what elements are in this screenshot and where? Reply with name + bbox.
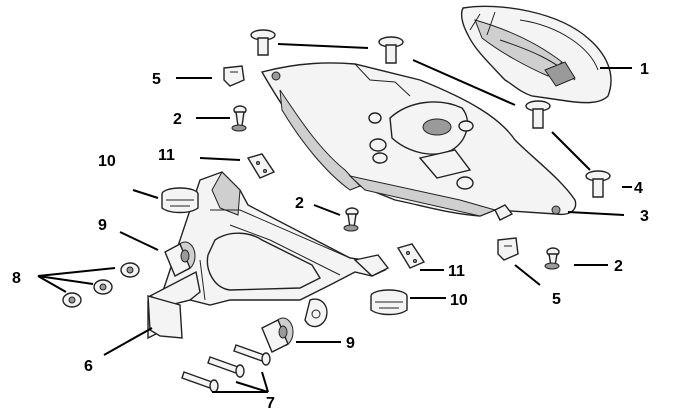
callout-2-top: 2 [173, 111, 182, 128]
callout-10-top: 10 [98, 153, 116, 170]
part-2-screw-right [544, 247, 560, 270]
callout-7: 7 [266, 395, 275, 412]
part-7-bolt-a [233, 344, 271, 366]
part-7-bolt-b [207, 356, 245, 378]
part-6-frame-bracket [147, 171, 390, 340]
callout-9-top: 9 [98, 217, 107, 234]
callout-4: 4 [634, 180, 643, 197]
part-5-clip-top [223, 65, 245, 87]
part-9-bushing-bottom [261, 317, 294, 353]
callout-3: 3 [640, 208, 649, 225]
part-4-bolt-top-b [378, 36, 404, 64]
part-2-screw-mid [343, 207, 359, 232]
leader-lines [37, 43, 632, 393]
callout-9-bottom: 9 [346, 335, 355, 352]
part-2-screw-top [231, 105, 247, 132]
part-10-mount-bottom [370, 289, 408, 316]
callout-6: 6 [84, 358, 93, 375]
callout-1: 1 [640, 61, 649, 78]
part-5-clip-bottom [497, 237, 519, 261]
part-4-bolt-mid [525, 100, 551, 129]
part-4-bolt-top-a [250, 29, 276, 56]
callout-10-bottom: 10 [450, 292, 468, 309]
part-11-plate-bottom [396, 243, 426, 269]
callout-2-right: 2 [614, 258, 623, 275]
callout-2-mid: 2 [295, 195, 304, 212]
part-3-body-panel [260, 62, 577, 221]
part-10-mount-top [161, 187, 199, 214]
part-8-nut-c [62, 292, 82, 308]
callout-11-bottom: 11 [448, 263, 465, 280]
callout-5-top: 5 [152, 71, 161, 88]
part-11-plate-top [246, 153, 276, 179]
part-8-nut-a [120, 262, 140, 278]
part-1-cover [460, 5, 612, 104]
part-4-bolt-right [585, 170, 611, 198]
callout-11-top: 11 [158, 147, 175, 164]
callout-8: 8 [12, 270, 21, 287]
part-8-nut-b [93, 279, 113, 295]
part-9-bushing-top [164, 241, 196, 277]
callout-5-bottom: 5 [552, 291, 561, 308]
part-7-bolt-c [181, 371, 219, 393]
